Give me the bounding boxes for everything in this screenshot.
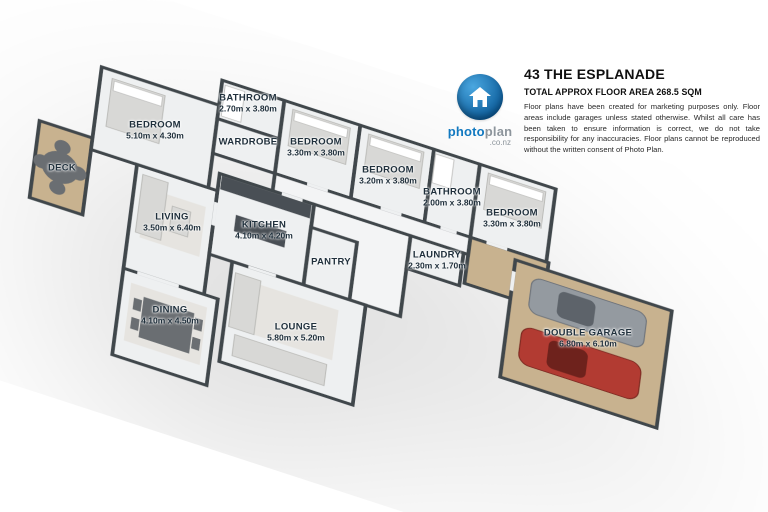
kitchen-island	[233, 214, 287, 248]
dining-chair	[132, 297, 143, 312]
lounge-sofa-1	[231, 333, 328, 387]
door-bedroom-3	[380, 206, 402, 217]
pillows-bedroom-1	[112, 80, 164, 107]
pillows-bedroom-4	[488, 175, 544, 203]
furniture-layer	[33, 77, 647, 400]
room-floor-laundry	[404, 233, 466, 288]
logo-word-plan: plan	[484, 124, 513, 139]
dining-chair	[130, 316, 140, 332]
pillows-bedroom-2	[293, 111, 349, 139]
page-title: 43 THE ESPLANADE	[524, 66, 665, 82]
door-living-dining	[137, 271, 179, 288]
door-living-kitchen	[211, 201, 218, 226]
deck-table	[41, 150, 79, 184]
door-garage-side	[509, 270, 516, 292]
dining-table	[138, 296, 195, 354]
deck-chair	[49, 180, 66, 195]
pillows-bedroom-3	[369, 136, 422, 163]
logo-circle	[457, 74, 503, 120]
door-bedroom-4	[486, 240, 508, 251]
living-coffee-table	[168, 205, 192, 238]
kitchen-counter	[220, 175, 312, 219]
door-bathroom-2	[440, 225, 457, 235]
door-kitchen-lounge	[248, 265, 277, 278]
dining-chair	[190, 336, 201, 351]
deck-chair	[33, 154, 50, 169]
title-block: 43 THE ESPLANADE TOTAL APPROX FLOOR AREA…	[524, 66, 760, 156]
lounge-sofa-2	[228, 272, 262, 336]
disclaimer-text: Floor plans have been created for market…	[524, 102, 760, 155]
door-kitchen	[281, 192, 303, 203]
living-sofa	[134, 173, 169, 241]
deck-chair	[70, 166, 87, 181]
deck-chair	[54, 140, 71, 155]
house-icon	[469, 87, 491, 107]
dining-chair	[193, 317, 204, 332]
floor-area-subtitle: TOTAL APPROX FLOOR AREA 268.5 SQM	[524, 87, 702, 97]
bathtub-rear	[220, 84, 246, 123]
lounge-rug	[249, 283, 339, 361]
bathtub-2	[431, 153, 455, 190]
car-red-roof	[546, 340, 588, 378]
logo-word-photo: photo	[447, 124, 485, 139]
logo-wordmark: photoplan	[443, 124, 517, 139]
door-bedroom-2	[306, 182, 328, 193]
car-gray-roof	[556, 292, 596, 327]
photoplan-logo: photoplan .co.nz	[443, 74, 517, 147]
logo-domain: .co.nz	[489, 138, 511, 147]
